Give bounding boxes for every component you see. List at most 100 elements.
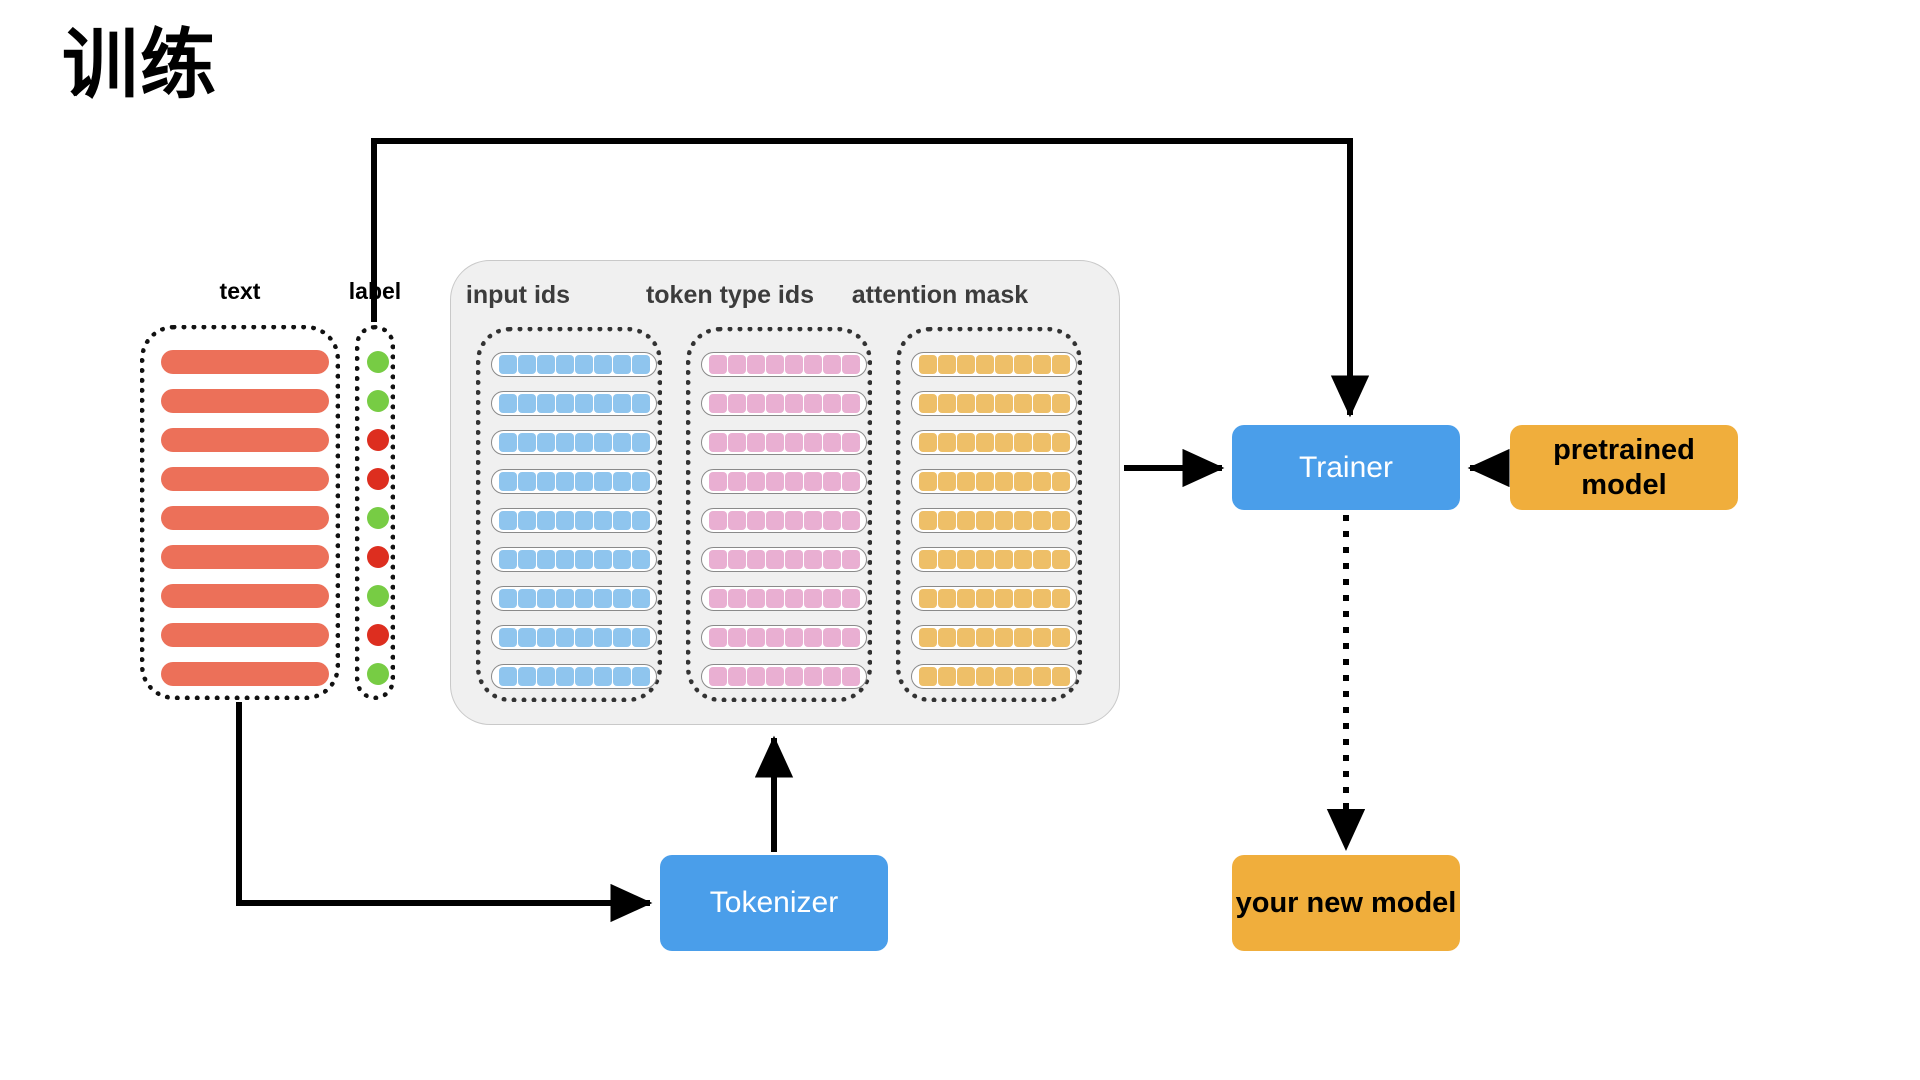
- feature-header-token-type-ids: token type ids: [645, 281, 815, 309]
- token-cell-input-ids: [555, 433, 574, 452]
- label-dot-red: [367, 546, 389, 568]
- token-cell-input-ids: [612, 667, 631, 686]
- token-cell-token-type-ids: [841, 433, 860, 452]
- your-new-model-node[interactable]: your new model: [1232, 855, 1460, 951]
- token-cell-token-type-ids: [765, 355, 784, 374]
- token-cell-attention-mask: [994, 667, 1013, 686]
- token-cell-token-type-ids: [822, 667, 841, 686]
- sequence-row: [491, 469, 657, 494]
- trainer-node[interactable]: Trainer: [1232, 425, 1460, 510]
- page-title: 训练: [62, 23, 218, 108]
- pretrained-model-node[interactable]: pretrained model: [1510, 425, 1738, 510]
- feature-group-token-type-ids: [686, 327, 872, 702]
- token-cell-input-ids: [498, 589, 517, 608]
- sequence-row: [911, 508, 1077, 533]
- token-cell-input-ids: [555, 667, 574, 686]
- token-cell-attention-mask: [918, 433, 937, 452]
- token-cell-input-ids: [517, 628, 536, 647]
- sequence-row: [911, 430, 1077, 455]
- token-cell-token-type-ids: [784, 589, 803, 608]
- token-cell-attention-mask: [975, 511, 994, 530]
- token-cell-attention-mask: [956, 589, 975, 608]
- token-cell-token-type-ids: [708, 433, 727, 452]
- token-cell-attention-mask: [918, 550, 937, 569]
- token-cell-token-type-ids: [708, 472, 727, 491]
- token-cell-token-type-ids: [727, 550, 746, 569]
- token-cell-attention-mask: [975, 355, 994, 374]
- token-cell-input-ids: [574, 550, 593, 569]
- token-cell-input-ids: [555, 472, 574, 491]
- token-cell-attention-mask: [956, 355, 975, 374]
- token-cell-token-type-ids: [708, 589, 727, 608]
- token-cell-attention-mask: [1013, 667, 1032, 686]
- label-dot-green: [367, 507, 389, 529]
- token-cell-token-type-ids: [746, 472, 765, 491]
- token-cell-input-ids: [555, 589, 574, 608]
- token-cell-input-ids: [631, 511, 650, 530]
- token-cell-input-ids: [631, 355, 650, 374]
- token-cell-attention-mask: [956, 550, 975, 569]
- token-cell-token-type-ids: [803, 550, 822, 569]
- token-cell-input-ids: [536, 511, 555, 530]
- token-cell-attention-mask: [1013, 550, 1032, 569]
- label-dot-red: [367, 624, 389, 646]
- token-cell-attention-mask: [1051, 628, 1070, 647]
- sequence-row: [701, 469, 867, 494]
- token-cell-attention-mask: [994, 472, 1013, 491]
- token-cell-attention-mask: [994, 355, 1013, 374]
- sequence-row: [491, 391, 657, 416]
- token-cell-input-ids: [536, 472, 555, 491]
- token-cell-input-ids: [498, 550, 517, 569]
- token-cell-attention-mask: [1032, 667, 1051, 686]
- token-cell-attention-mask: [956, 511, 975, 530]
- token-cell-token-type-ids: [784, 667, 803, 686]
- token-cell-input-ids: [517, 550, 536, 569]
- token-cell-token-type-ids: [841, 511, 860, 530]
- token-cell-token-type-ids: [803, 355, 822, 374]
- token-cell-attention-mask: [1032, 394, 1051, 413]
- tokenizer-node[interactable]: Tokenizer: [660, 855, 888, 951]
- sequence-row: [701, 547, 867, 572]
- text-column-header: text: [219, 278, 261, 304]
- token-cell-input-ids: [631, 433, 650, 452]
- token-cell-attention-mask: [1032, 433, 1051, 452]
- token-cell-input-ids: [536, 550, 555, 569]
- label-dot-green: [367, 390, 389, 412]
- token-cell-input-ids: [593, 394, 612, 413]
- token-cell-attention-mask: [1032, 589, 1051, 608]
- feature-group-attention-mask: [896, 327, 1082, 702]
- token-cell-attention-mask: [956, 433, 975, 452]
- token-cell-token-type-ids: [784, 433, 803, 452]
- label-dot-green: [367, 351, 389, 373]
- token-cell-input-ids: [498, 628, 517, 647]
- token-cell-attention-mask: [937, 433, 956, 452]
- token-cell-input-ids: [498, 472, 517, 491]
- token-cell-input-ids: [574, 472, 593, 491]
- token-cell-token-type-ids: [803, 394, 822, 413]
- token-cell-token-type-ids: [708, 667, 727, 686]
- token-cell-input-ids: [574, 511, 593, 530]
- token-cell-input-ids: [517, 511, 536, 530]
- token-cell-token-type-ids: [841, 394, 860, 413]
- text-bar: [161, 662, 329, 686]
- token-cell-token-type-ids: [822, 589, 841, 608]
- token-cell-input-ids: [612, 355, 631, 374]
- token-cell-input-ids: [593, 355, 612, 374]
- token-cell-attention-mask: [918, 589, 937, 608]
- token-cell-token-type-ids: [708, 355, 727, 374]
- token-cell-input-ids: [555, 511, 574, 530]
- sequence-row: [911, 547, 1077, 572]
- token-cell-input-ids: [593, 433, 612, 452]
- token-cell-attention-mask: [937, 511, 956, 530]
- token-cell-attention-mask: [956, 472, 975, 491]
- token-cell-token-type-ids: [746, 550, 765, 569]
- token-cell-input-ids: [498, 667, 517, 686]
- feature-header-attention-mask: attention mask: [851, 281, 1029, 309]
- token-cell-attention-mask: [994, 394, 1013, 413]
- token-cell-token-type-ids: [765, 589, 784, 608]
- token-cell-input-ids: [574, 355, 593, 374]
- token-cell-token-type-ids: [746, 511, 765, 530]
- token-cell-input-ids: [574, 667, 593, 686]
- label-dot-green: [367, 585, 389, 607]
